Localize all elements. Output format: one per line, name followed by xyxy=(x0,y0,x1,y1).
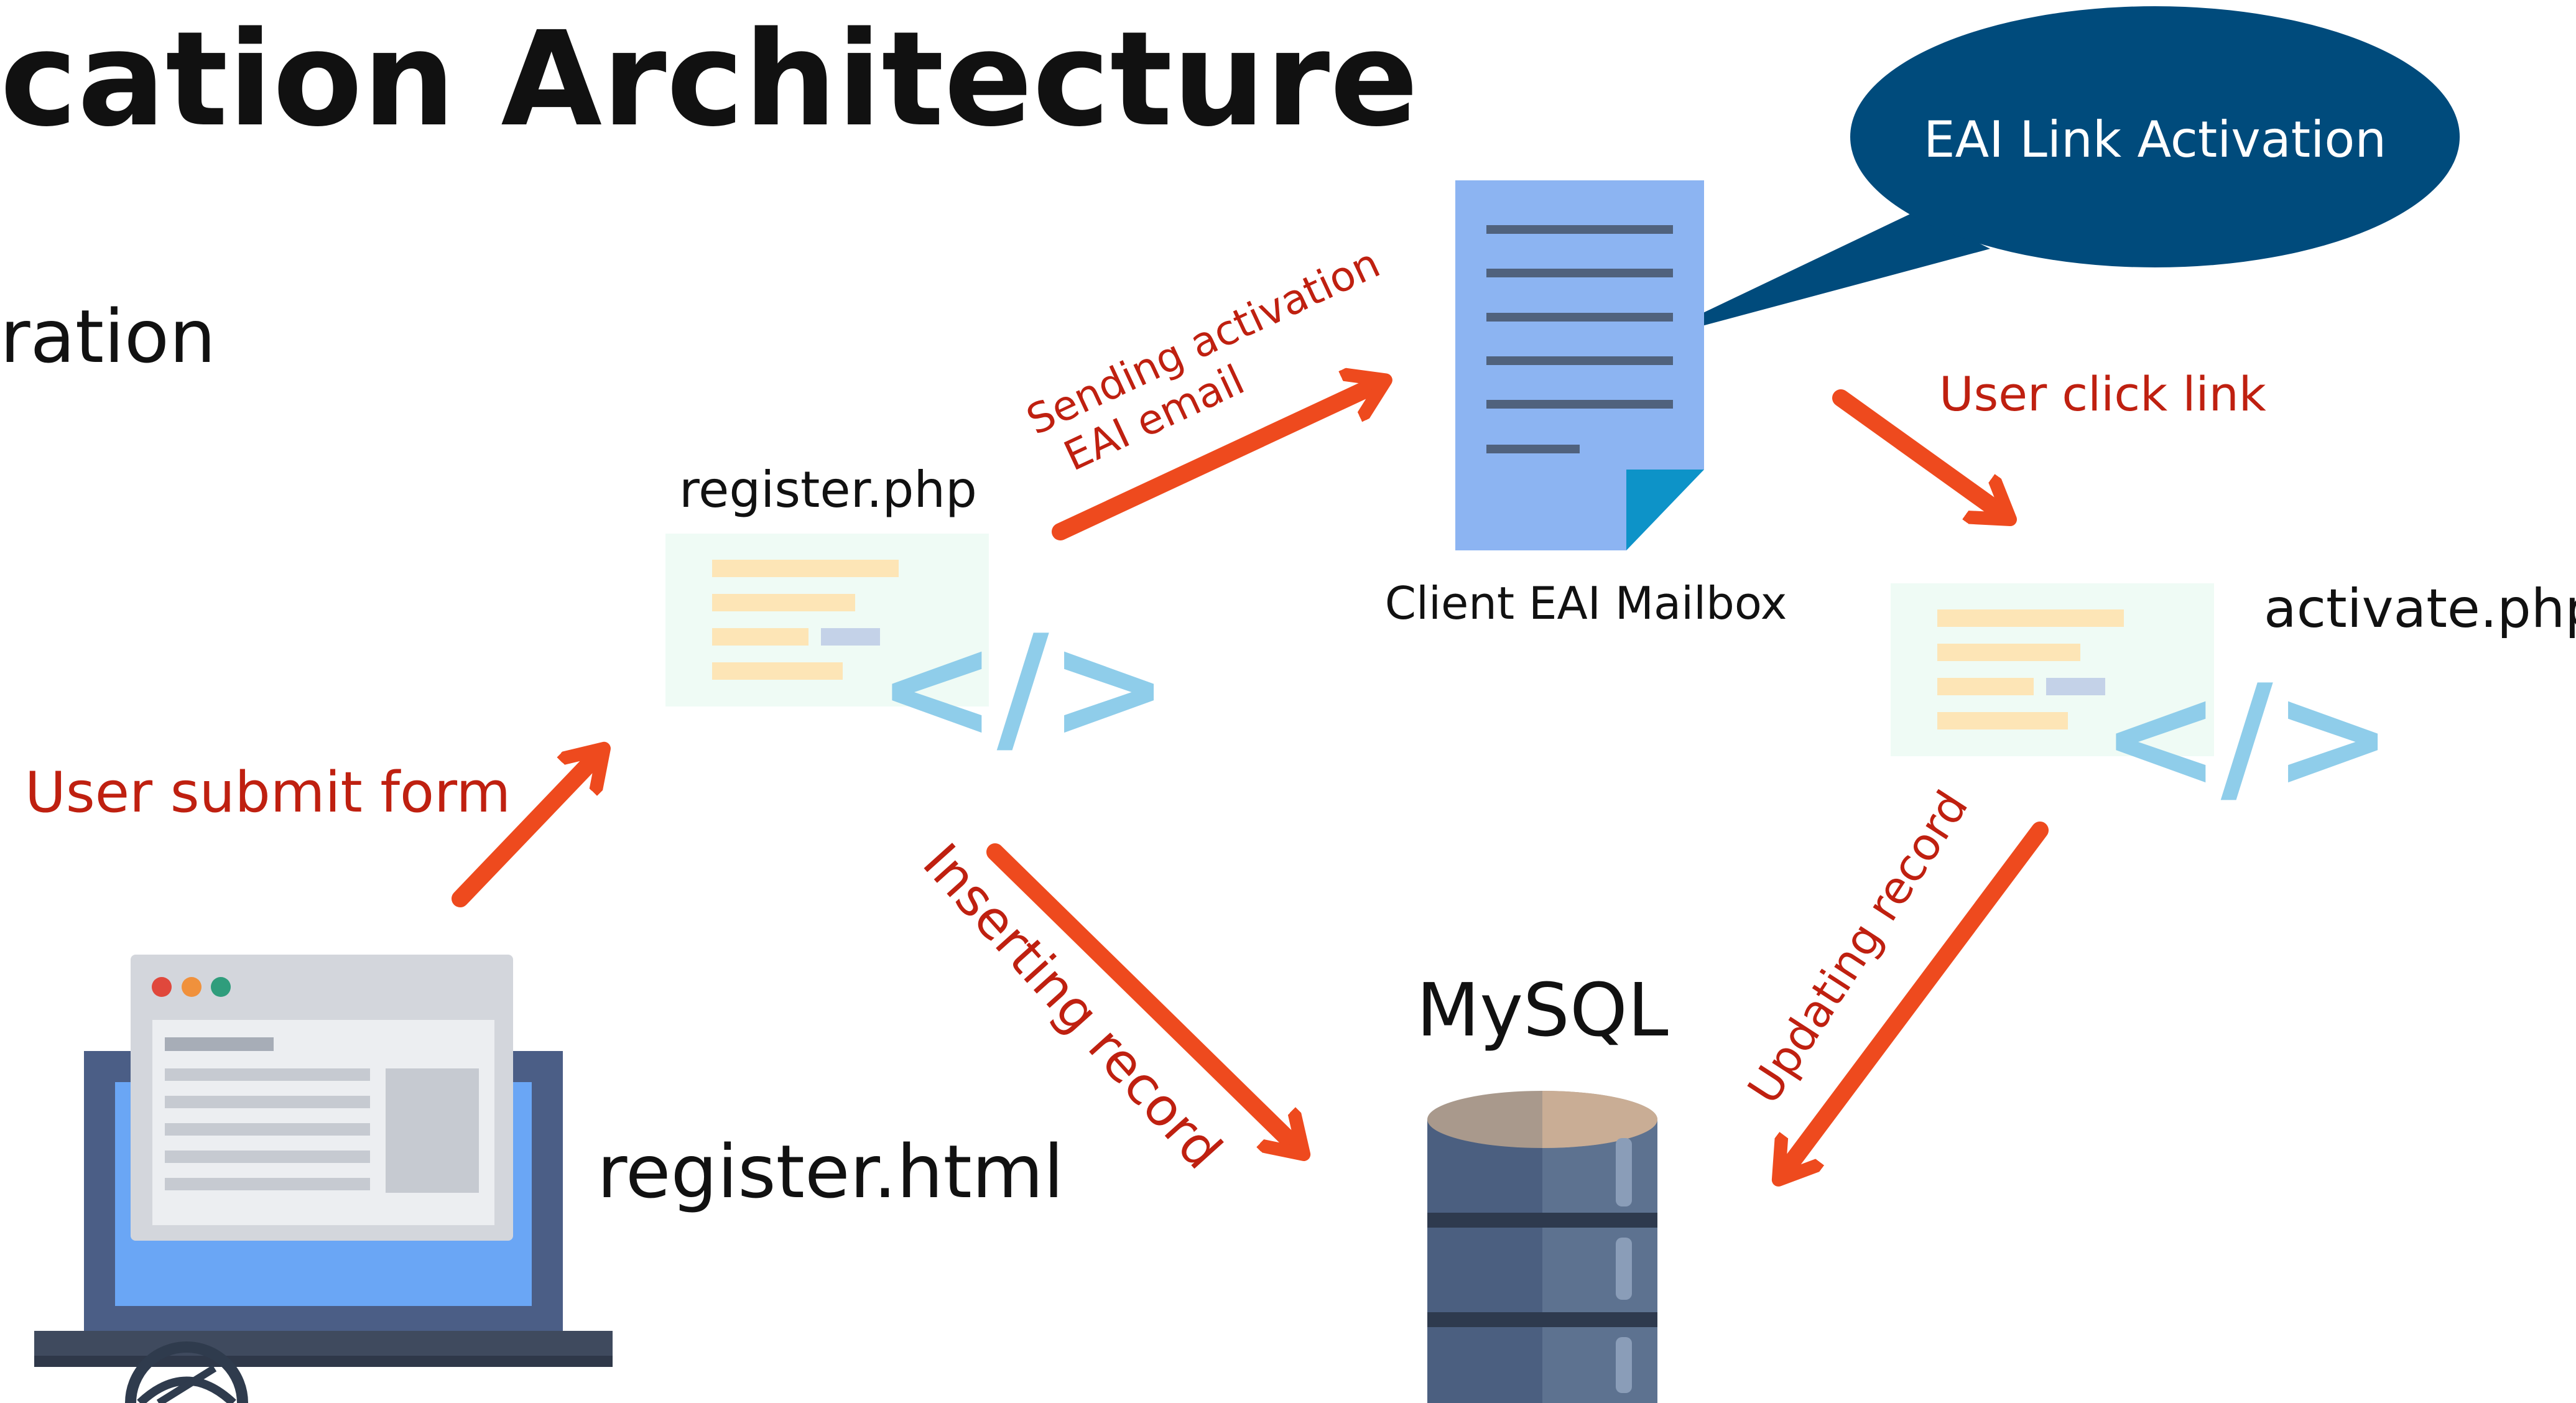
logo-icon xyxy=(125,1341,248,1403)
register-php-label: register.php xyxy=(679,461,977,519)
callout-text: EAI Link Activation xyxy=(1924,111,2386,169)
laptop-browser-icon xyxy=(34,955,613,1367)
arrow-label-submit: User submit form xyxy=(25,760,511,825)
arrow-click xyxy=(1832,389,2006,516)
arrow-sending xyxy=(1052,382,1381,540)
activate-php-label: activate.php xyxy=(2264,578,2576,640)
mailbox-label: Client EAI Mailbox xyxy=(1385,577,1787,629)
code-file-icon-activate: </> xyxy=(1891,583,2393,821)
arrow-updating xyxy=(1782,822,2049,1175)
register-html-label: register.html xyxy=(597,1129,1064,1215)
svg-text:</>: </> xyxy=(2101,655,2393,821)
callout-bubble: EAI Link Activation xyxy=(1642,6,2460,342)
arrow-inserting xyxy=(986,843,1300,1151)
code-file-icon: </> xyxy=(665,534,1169,771)
database-icon xyxy=(1427,1091,1657,1403)
arrow-label-click: User click link xyxy=(1939,366,2266,422)
flow-arrows xyxy=(452,382,2049,1175)
slide-subtitle: ration xyxy=(0,294,216,379)
slide-title: cation Architecture xyxy=(0,3,1419,155)
email-document-icon xyxy=(1455,180,1704,550)
arrow-submit xyxy=(452,752,600,907)
svg-text:</>: </> xyxy=(877,605,1169,771)
database-label: MySQL xyxy=(1416,967,1668,1053)
